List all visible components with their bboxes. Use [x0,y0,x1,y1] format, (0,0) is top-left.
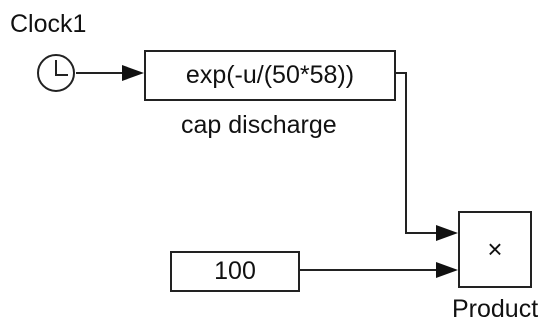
multiply-icon: × [487,234,503,264]
signal-fcn-to-product[interactable] [396,72,436,234]
arrowhead-product-input-1 [436,225,458,241]
clock-label: Clock1 [10,10,87,38]
clock-block[interactable] [37,54,75,92]
fcn-expression: exp(-u/(50*58)) [185,61,355,89]
constant-value: 100 [214,257,256,285]
product-label: Product [452,295,539,323]
product-block[interactable]: × [458,211,532,288]
fcn-block[interactable]: exp(-u/(50*58)) [144,50,396,101]
clock-hands [55,60,68,76]
fcn-label: cap discharge [181,111,337,139]
arrowhead-product-input-2 [436,262,458,278]
constant-block[interactable]: 100 [170,251,300,292]
arrowhead-fcn-input [122,65,144,81]
